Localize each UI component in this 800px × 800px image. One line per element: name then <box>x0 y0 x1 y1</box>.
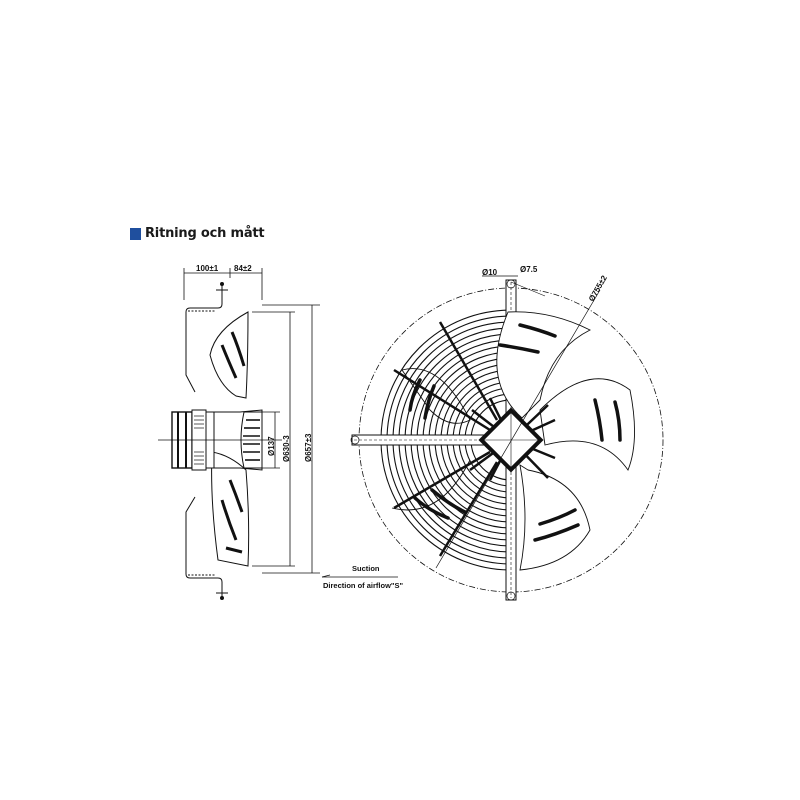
side-view-labels: 100±1 84±2 Ø137 Ø630-3 Ø657±3 <box>196 264 313 462</box>
airflow-legend: Suction Direction of airflow"S" <box>321 564 403 590</box>
airflow-direction-label: Direction of airflow"S" <box>323 581 403 590</box>
section-title: Ritning och mått <box>145 226 265 241</box>
side-view <box>158 268 320 600</box>
dim-hub-diameter: Ø137 <box>267 436 276 456</box>
front-view-labels: Ø10 Ø7.5 Ø755±2 <box>482 265 609 303</box>
dim-guard-diameter: Ø657±3 <box>304 433 313 462</box>
dim-hole-spacing: Ø7.5 <box>520 265 538 274</box>
dim-impeller-diameter: Ø630-3 <box>282 435 291 462</box>
dim-depth-total: 100±1 <box>196 264 219 273</box>
suction-label: Suction <box>352 564 380 573</box>
dim-depth-motor: 84±2 <box>234 264 252 273</box>
dim-mounting-circle: Ø755±2 <box>587 273 609 303</box>
hub <box>469 397 556 481</box>
section-heading: Ritning och mått <box>130 226 265 241</box>
section-marker-icon <box>130 227 141 240</box>
dim-hole-diameter: Ø10 <box>482 268 498 277</box>
front-view <box>350 275 664 601</box>
